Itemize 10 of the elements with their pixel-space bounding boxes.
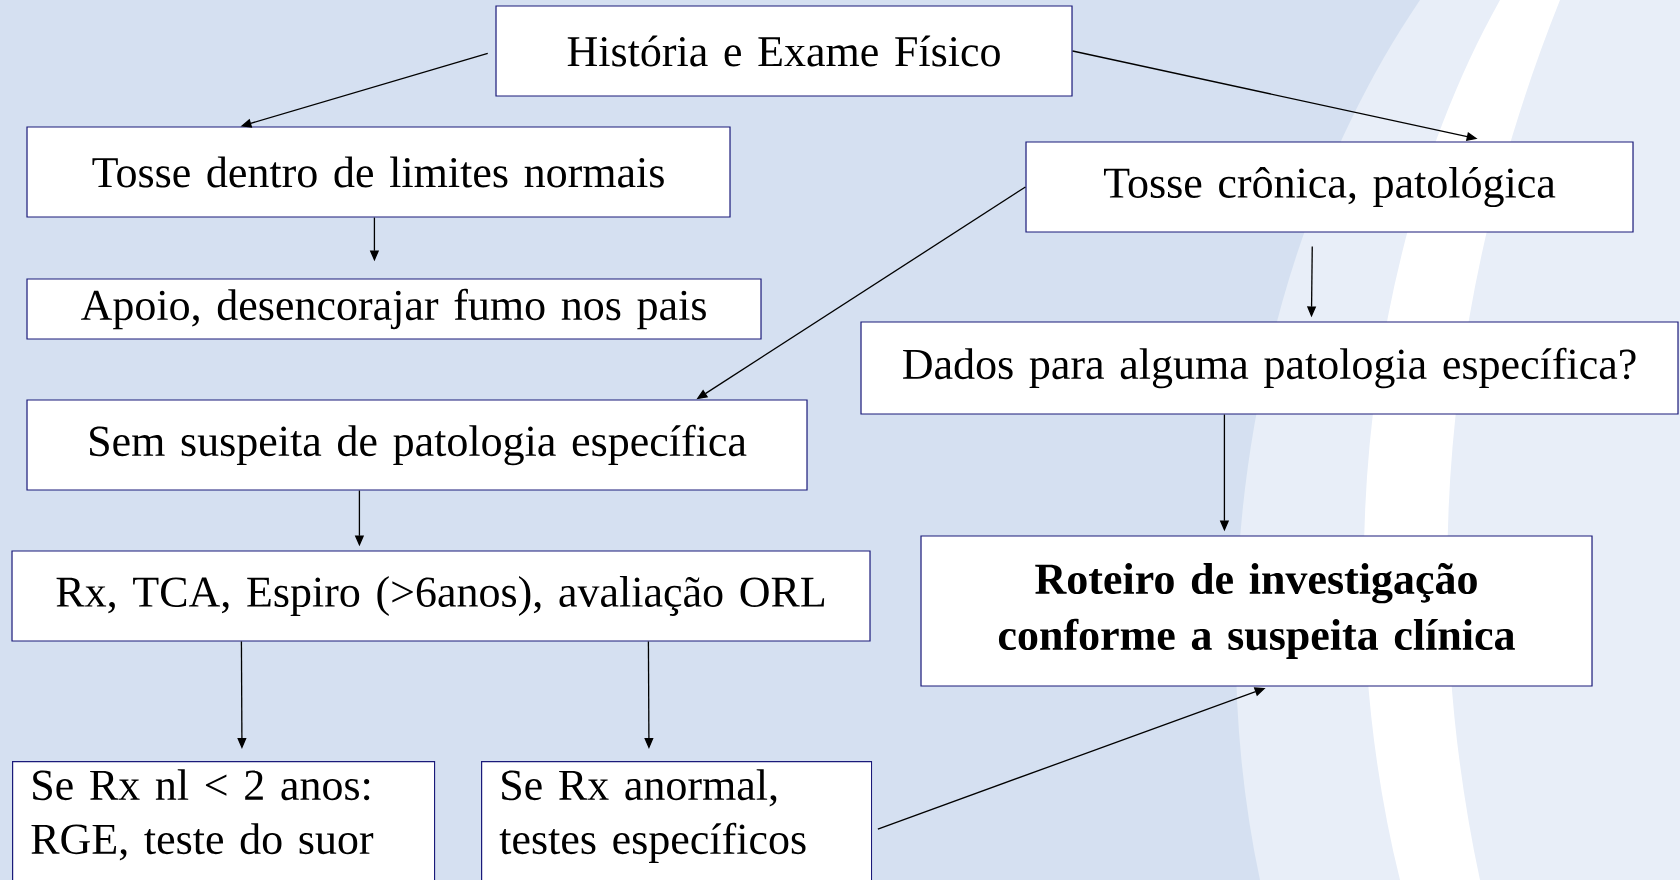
- process-box: Se Rx nl < 2 anos: RGE, teste do suor: [12, 761, 436, 880]
- process-box: História e Exame Físico: [495, 5, 1073, 97]
- process-box: Tosse crônica, patológica: [1025, 141, 1634, 233]
- process-box: Sem suspeita de patologia específica: [26, 399, 808, 491]
- process-box: Dados para alguma patologia específica?: [860, 321, 1679, 415]
- process-box: Apoio, desencorajar fumo nos pais: [26, 278, 762, 340]
- process-box: Roteiro de investigação conforme a suspeita clínica: [920, 535, 1593, 687]
- process-box: Tosse dentro de limites normais: [26, 126, 731, 218]
- process-box: Se Rx anormal, testes específicos: [481, 761, 873, 880]
- process-box: Rx, TCA, Espiro (>6anos), avaliação ORL: [11, 550, 871, 642]
